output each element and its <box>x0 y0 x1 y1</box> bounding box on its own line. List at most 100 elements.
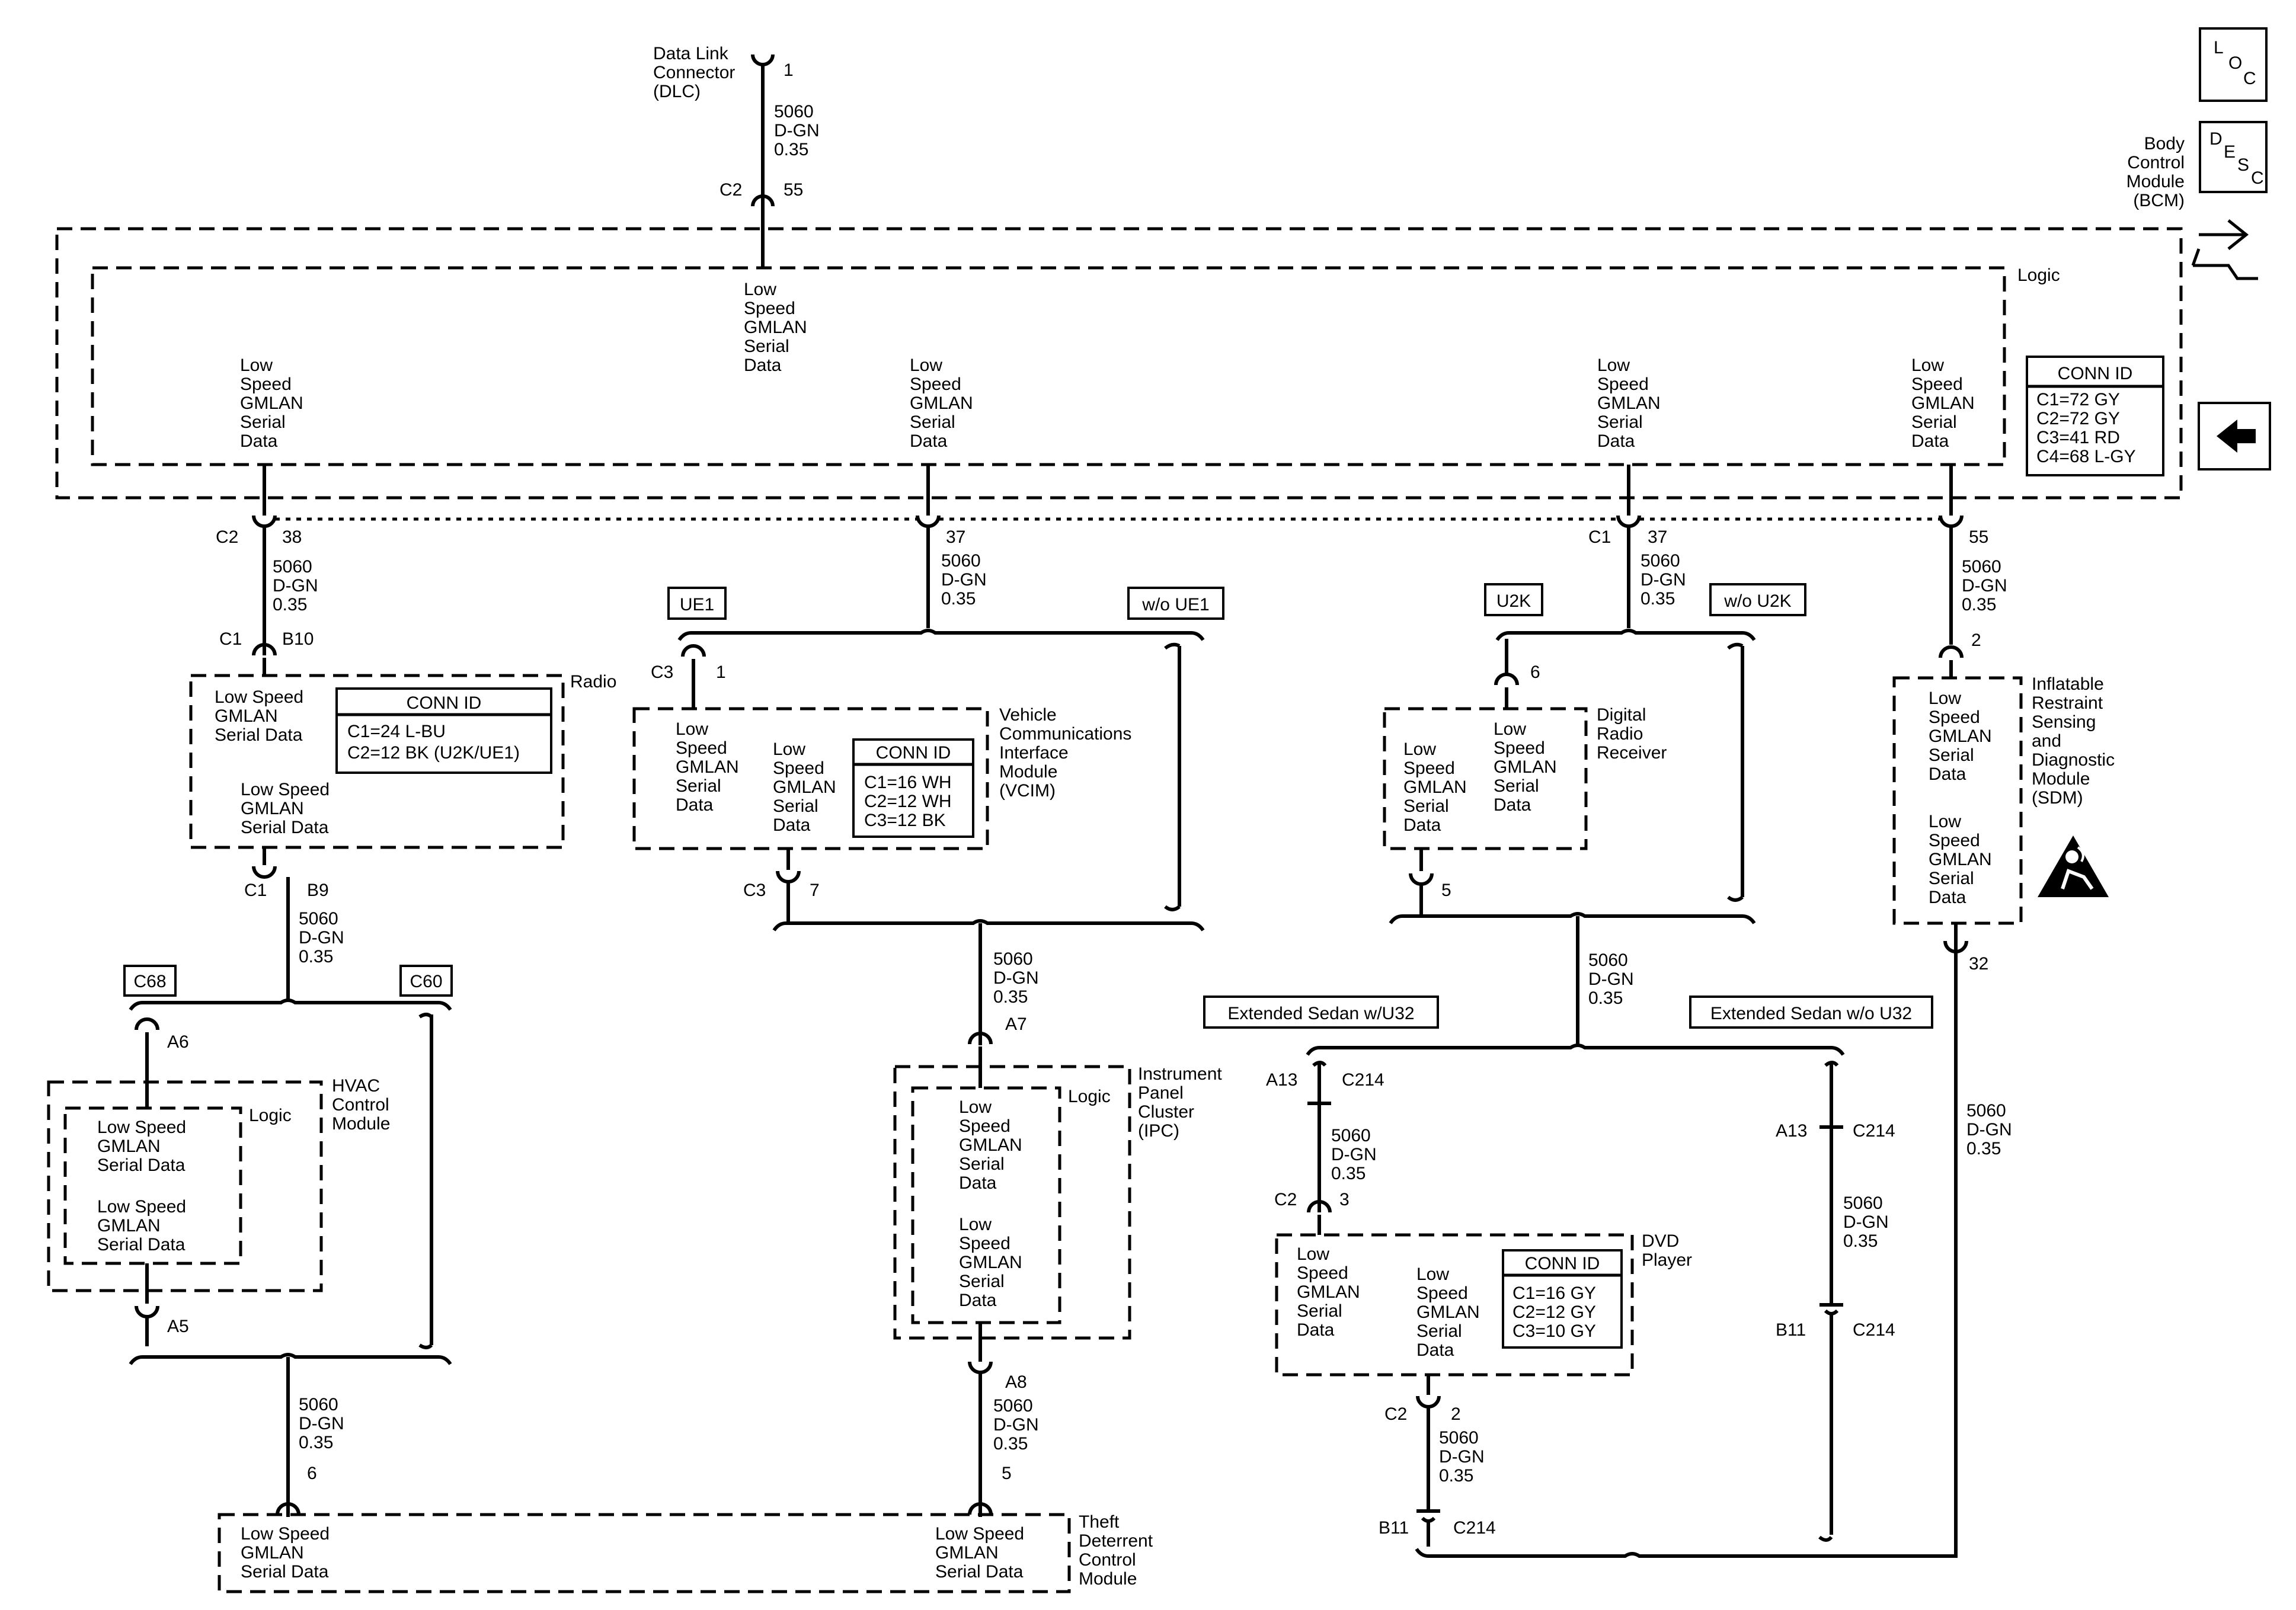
hvac-name: HVAC Control Module <box>332 1076 390 1134</box>
svg-text:Low: Low <box>1416 1265 1449 1284</box>
airbag-warning-icon <box>2038 836 2109 897</box>
dvd-a13-pin: A13 <box>1266 1070 1297 1090</box>
svg-text:Speed: Speed <box>1911 375 1963 394</box>
description-icon[interactable]: D E S C <box>2199 121 2268 193</box>
vcim-c3-bottom: C3 <box>743 881 766 900</box>
svg-text:D-GN: D-GN <box>299 1414 344 1433</box>
svg-text:Interface: Interface <box>999 743 1069 763</box>
svg-text:GMLAN: GMLAN <box>1403 777 1467 797</box>
svg-text:Digital: Digital <box>1597 705 1646 725</box>
sdm-pin-32: 32 <box>1969 954 1988 974</box>
vcim-name: Vehicle Communications Interface Module … <box>999 705 1131 801</box>
svg-text:Data: Data <box>1494 795 1531 815</box>
svg-text:Data: Data <box>1911 431 1949 451</box>
svg-text:Serial: Serial <box>1403 796 1449 816</box>
svg-text:GMLAN: GMLAN <box>1929 726 1992 746</box>
tdcm-box <box>218 1513 1071 1593</box>
svg-text:D-GN: D-GN <box>299 928 344 948</box>
bcm-pin-38: 38 <box>282 527 302 547</box>
svg-text:GMLAN: GMLAN <box>773 777 836 797</box>
svg-text:0.35: 0.35 <box>774 140 808 159</box>
bcm-pin-55: 55 <box>1969 527 1988 547</box>
svg-text:Module: Module <box>999 762 1057 782</box>
svg-text:E: E <box>2224 142 2236 162</box>
svg-text:Serial Data: Serial Data <box>97 1235 186 1254</box>
svg-text:Module: Module <box>2032 769 2090 789</box>
bcm-serial-data-4: Low Speed GMLAN Serial Data <box>1911 356 1975 451</box>
svg-text:Serial: Serial <box>773 796 818 816</box>
radio-box <box>189 674 565 849</box>
radio-wire-label-top: 5060 D-GN 0.35 <box>273 557 318 614</box>
svg-text:0.35: 0.35 <box>273 595 307 614</box>
option-u2k: U2K <box>1484 583 1543 616</box>
svg-text:(VCIM): (VCIM) <box>999 781 1056 801</box>
jumper-c214-bottom: C214 <box>1853 1320 1895 1340</box>
hvac-serial-data-1: Low Speed GMLAN Serial Data <box>97 1118 186 1175</box>
dvd-name: DVD Player <box>1642 1231 1692 1270</box>
svg-text:C2=12 WH: C2=12 WH <box>864 792 952 811</box>
svg-text:GMLAN: GMLAN <box>910 393 973 413</box>
svg-text:5060: 5060 <box>993 949 1033 969</box>
ipc-serial-data-1: Low Speed GMLAN Serial Data <box>959 1097 1022 1193</box>
svg-text:Serial: Serial <box>1597 412 1643 432</box>
svg-text:Speed: Speed <box>676 738 727 758</box>
drr-serial-data-1: Low Speed GMLAN Serial Data <box>1494 719 1557 815</box>
svg-text:Serial: Serial <box>959 1272 1005 1291</box>
svg-text:Data: Data <box>1929 764 1966 784</box>
dlc-connector <box>751 54 775 66</box>
dvd-c2-bottom: C2 <box>1384 1404 1407 1424</box>
vcim-box <box>632 707 989 850</box>
svg-text:CONN ID: CONN ID <box>2058 364 2133 383</box>
svg-text:GMLAN: GMLAN <box>1416 1302 1480 1322</box>
dvd-conn-id-table: CONN ID C1=16 GY C2=12 GY C3=10 GY <box>1502 1249 1623 1349</box>
svg-text:D-GN: D-GN <box>774 121 820 140</box>
option-ext-wo-u32: Extended Sedan w/o U32 <box>1689 996 1933 1029</box>
hvac-logic-label: Logic <box>249 1106 292 1125</box>
drr-pin-5: 5 <box>1441 881 1451 900</box>
svg-text:Data: Data <box>773 815 811 835</box>
hvac-outer-box <box>47 1080 323 1292</box>
svg-text:Low: Low <box>1403 740 1436 759</box>
location-icon[interactable]: L O C <box>2199 27 2268 102</box>
svg-text:D-GN: D-GN <box>1966 1120 2012 1140</box>
svg-text:Speed: Speed <box>959 1116 1011 1136</box>
svg-text:Inflatable: Inflatable <box>2032 674 2104 694</box>
svg-text:Control: Control <box>1079 1550 1136 1570</box>
radio-c1-top-label: C1 <box>219 629 242 649</box>
hvac-tdcm-wire-label: 5060 D-GN 0.35 <box>299 1395 344 1452</box>
svg-text:Serial: Serial <box>910 412 955 432</box>
dvd-b11-pin: B11 <box>1379 1518 1409 1538</box>
svg-text:GMLAN: GMLAN <box>959 1135 1022 1155</box>
tdcm-serial-data-1: Low Speed GMLAN Serial Data <box>241 1524 330 1582</box>
svg-text:C60: C60 <box>410 972 442 991</box>
svg-text:C1=16 GY: C1=16 GY <box>1512 1283 1596 1303</box>
vcim-serial-data-2: Low Speed GMLAN Serial Data <box>773 740 836 835</box>
svg-text:Data: Data <box>910 431 948 451</box>
svg-text:0.35: 0.35 <box>1641 589 1675 609</box>
svg-text:Receiver: Receiver <box>1597 743 1667 763</box>
back-arrow-icon[interactable] <box>2198 402 2271 470</box>
svg-text:S: S <box>2237 155 2249 175</box>
svg-text:Low: Low <box>1597 356 1630 375</box>
svg-text:Low: Low <box>676 719 708 739</box>
svg-text:Low Speed: Low Speed <box>935 1524 1024 1544</box>
sdm-wire-label-bottom: 5060 D-GN 0.35 <box>1966 1101 2012 1158</box>
svg-text:Data: Data <box>1416 1340 1454 1360</box>
sdm-name: Inflatable Restraint Sensing and Diagnos… <box>2032 674 2115 808</box>
svg-text:Low: Low <box>744 280 776 299</box>
connector-end-view-icon[interactable] <box>2191 219 2258 280</box>
svg-text:Serial: Serial <box>744 337 789 356</box>
svg-text:Data: Data <box>1403 815 1441 835</box>
svg-text:C1=24 L-BU: C1=24 L-BU <box>347 722 446 741</box>
dlc-label: Data Link Connector (DLC) <box>653 44 735 101</box>
bcm-pin-37: 37 <box>946 527 965 547</box>
dvd-serial-data-1: Low Speed GMLAN Serial Data <box>1297 1244 1360 1340</box>
svg-text:GMLAN: GMLAN <box>241 799 304 818</box>
svg-text:C68: C68 <box>133 972 166 991</box>
bcm-logic-label: Logic <box>2017 265 2060 285</box>
svg-text:D-GN: D-GN <box>1962 576 2007 596</box>
svg-text:GMLAN: GMLAN <box>241 1543 304 1563</box>
svg-text:GMLAN: GMLAN <box>97 1137 161 1156</box>
svg-text:Low: Low <box>1929 812 1961 831</box>
